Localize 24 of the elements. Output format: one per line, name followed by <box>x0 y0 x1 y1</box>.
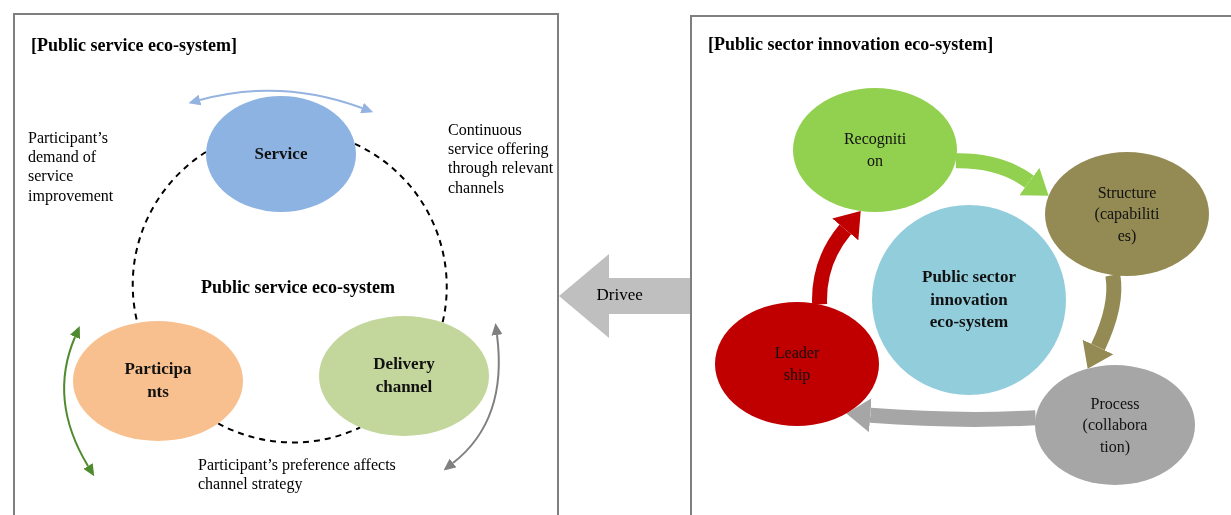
annotation-text: Participant’s preference affects channel strategy <box>198 455 397 494</box>
node-label: Delivery channel <box>372 353 436 398</box>
node-label: Public sector innovation eco-system <box>921 265 1017 334</box>
curved-arrow <box>812 210 861 305</box>
node-label: Service <box>253 142 309 165</box>
panel <box>690 15 1231 515</box>
curved-arrow <box>846 398 1036 433</box>
dashed-connector <box>217 422 362 444</box>
panel-heading: [Public sector innovation eco-system] <box>708 34 994 55</box>
node-label: Recogniti on <box>842 129 908 171</box>
block-arrow <box>559 254 690 338</box>
dashed-connector <box>353 142 448 324</box>
center-label: Public service eco-system <box>200 277 396 299</box>
annotation-text: Participant’s demand of service improvement <box>28 128 115 205</box>
node-label: Process (collabora tion) <box>1081 393 1149 458</box>
annotation-text: Continuous service offering through relevant channels <box>448 120 555 197</box>
curved-arrow <box>955 153 1050 196</box>
panel <box>13 13 559 515</box>
curved-arrow <box>1082 274 1122 369</box>
node-label: Leader ship <box>773 343 821 386</box>
node-label: Participa nts <box>123 358 193 403</box>
panel-heading: [Public service eco-system] <box>31 35 237 56</box>
node-label: Structure (capabiliti es) <box>1093 182 1161 247</box>
edge-label: Drivee <box>596 285 643 306</box>
